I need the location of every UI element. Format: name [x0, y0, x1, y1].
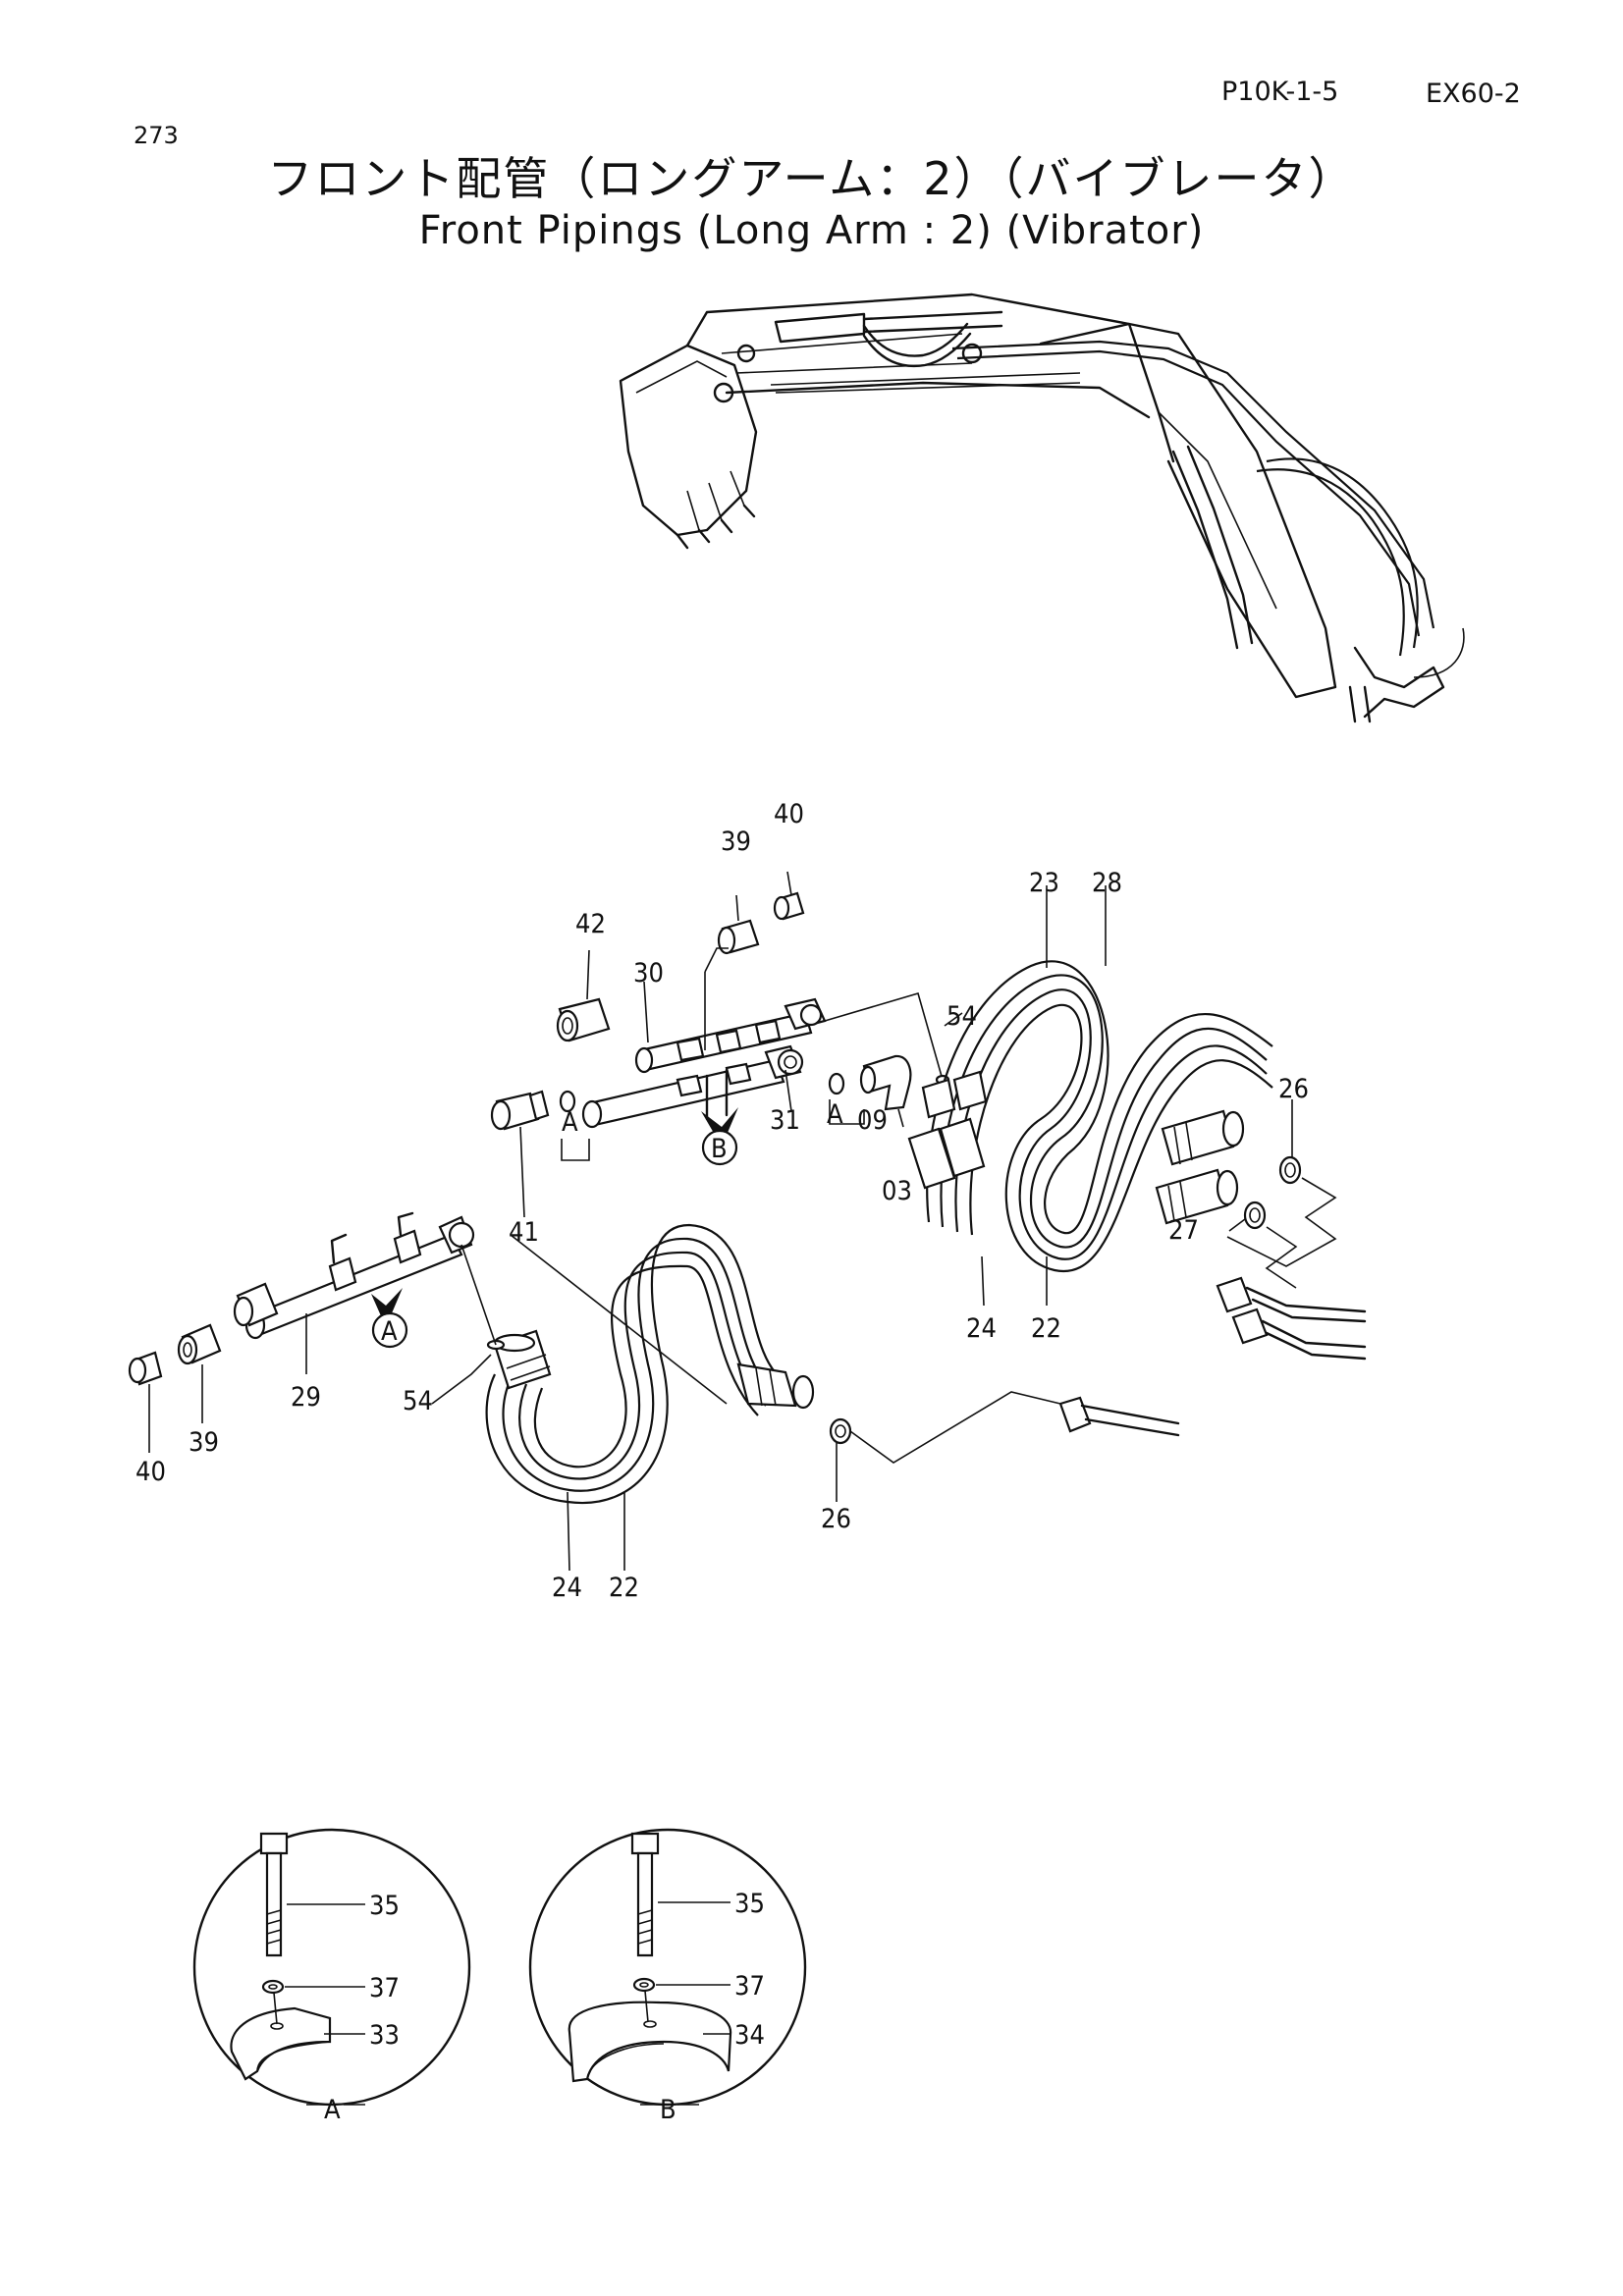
bracket-marker-a-lines — [561, 1099, 865, 1161]
marker-b-label: B — [711, 1134, 728, 1164]
detail-b: 35 37 34 B — [528, 1828, 807, 2125]
plug-39-40-lower — [128, 1323, 222, 1453]
callout-39-upper: 39 — [721, 827, 751, 857]
callout-24-right: 24 — [966, 1313, 997, 1344]
detail-b-bolt-35: 35 — [734, 1889, 765, 1919]
pipe-assembly-29 — [233, 1211, 475, 1340]
callout-54-lower: 54 — [403, 1386, 433, 1416]
callout-03: 03 — [882, 1176, 912, 1206]
detail-b-clamp-34: 34 — [734, 2020, 765, 2051]
detail-a-washer-37: 37 — [369, 1973, 400, 2003]
detail-b-label: B — [660, 2095, 676, 2125]
callout-09: 09 — [857, 1105, 888, 1136]
pipe-assembly-30 — [634, 997, 827, 1074]
detail-a-bolt-35: 35 — [369, 1891, 400, 1921]
callout-40-lower: 40 — [135, 1457, 166, 1487]
hose-assembly-left — [431, 1223, 1180, 1572]
callout-41: 41 — [509, 1217, 539, 1248]
callout-27: 27 — [1168, 1215, 1199, 1246]
pipe-assembly-31 — [581, 1044, 804, 1147]
detail-markers: B A — [371, 1129, 738, 1349]
title-japanese: フロント配管（ロングアーム：2）（バイブレータ） — [267, 152, 1356, 205]
callout-31: 31 — [770, 1105, 800, 1136]
nut-42 — [556, 949, 611, 1042]
marker-a-label: A — [381, 1316, 398, 1347]
detail-b-washer-37: 37 — [734, 1971, 765, 2002]
callout-28: 28 — [1092, 868, 1122, 898]
callout-26-upper: 26 — [1278, 1074, 1309, 1104]
sheet-number: 273 — [134, 122, 179, 149]
callout-leaders — [305, 981, 1293, 1405]
callout-a-bracket-1: A — [562, 1107, 578, 1138]
callout-29: 29 — [291, 1382, 321, 1413]
callout-40-upper: 40 — [774, 799, 804, 829]
detail-a-clamp-33: 33 — [369, 2020, 400, 2051]
excavator-arm-overview — [619, 293, 1465, 723]
page-code: P10K-1-5 — [1221, 77, 1339, 107]
detail-a-label: A — [324, 2095, 341, 2125]
fitting-41 — [490, 1090, 576, 1218]
elbow-09 — [824, 992, 950, 1111]
hose-assembly-right — [907, 885, 1367, 1361]
callout-54-upper: 54 — [947, 1001, 977, 1032]
callout-numbers: 40 39 42 30 23 28 54 26 A A 41 31 09 03 … — [135, 799, 1309, 1603]
plug-39-40-upper — [704, 871, 805, 1050]
callout-26-lower: 26 — [821, 1504, 851, 1534]
title-english: Front Pipings (Long Arm : 2) (Vibrator) — [418, 208, 1205, 253]
callout-24-left: 24 — [552, 1573, 582, 1603]
callout-39-lower: 39 — [189, 1427, 219, 1458]
callout-30: 30 — [633, 958, 664, 988]
detail-a: 35 37 33 A — [192, 1828, 471, 2125]
callout-22-left: 22 — [609, 1573, 639, 1603]
callout-23: 23 — [1029, 868, 1059, 898]
callout-42: 42 — [575, 909, 606, 939]
callout-a-bracket-2: A — [827, 1099, 843, 1130]
front-piping-exploded: B A 40 39 42 30 23 28 — [128, 799, 1367, 1603]
model-number: EX60-2 — [1426, 79, 1521, 109]
callout-22-right: 22 — [1031, 1313, 1061, 1344]
